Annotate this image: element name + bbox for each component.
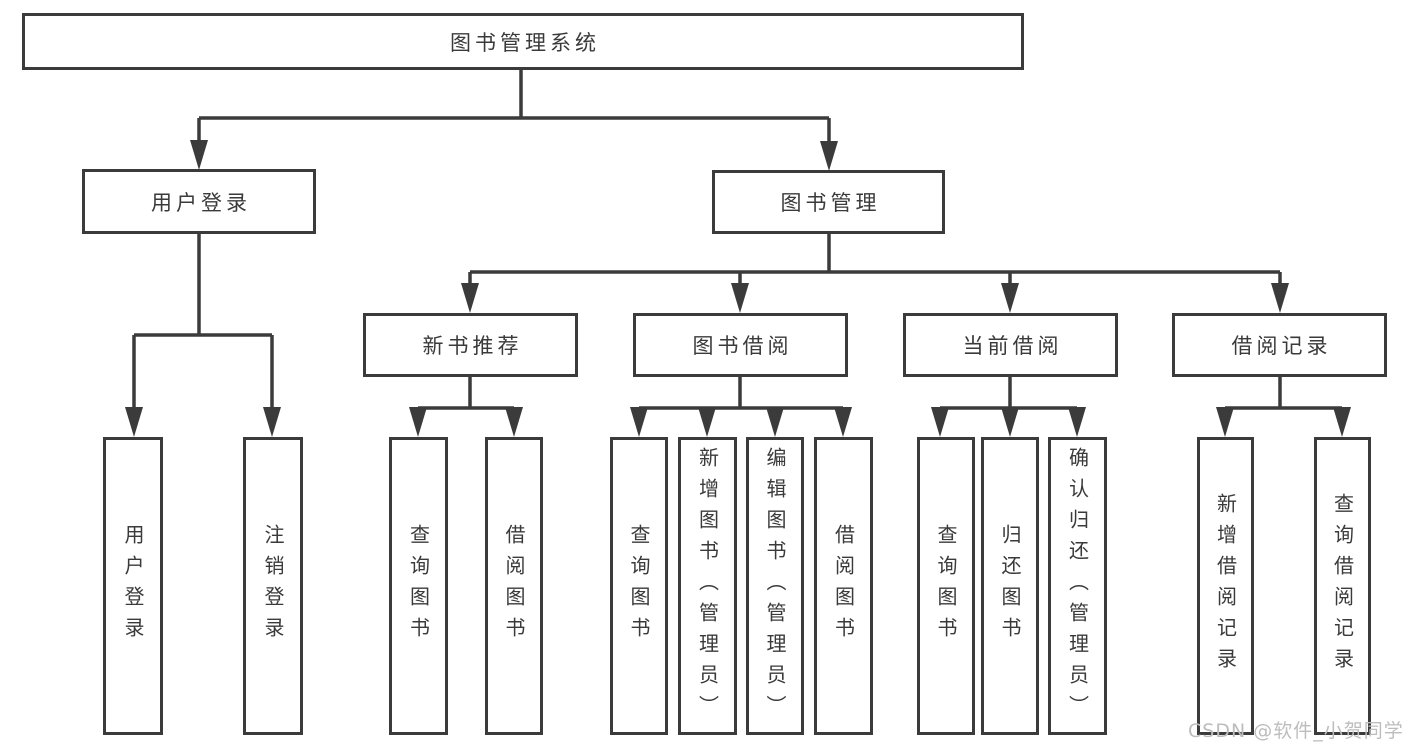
leaf-node-logout: 注销登录 — [243, 437, 303, 735]
module-node-book-borrowing: 图书借阅 — [633, 313, 848, 377]
leaf-node-query-books-borrowing: 查询图书 — [610, 437, 668, 735]
leaf-node-add-borrow-record: 新增借阅记录 — [1197, 437, 1254, 735]
branch-node-user-login: 用户登录 — [82, 169, 316, 234]
connector-mod0-split — [416, 377, 516, 412]
leaf-node-borrow-books-recommend: 借阅图书 — [485, 437, 543, 735]
connector-mgmt-split — [468, 234, 1282, 287]
connector-mod2-split — [938, 377, 1079, 412]
leaf-node-add-books-admin: 新增图书（管理员） — [678, 437, 737, 735]
leaf-label: 用户登录 — [121, 524, 145, 648]
leaf-label: 编辑图书（管理员） — [763, 446, 787, 726]
leaf-label: 注销登录 — [261, 524, 285, 648]
leaf-node-borrow-books: 借阅图书 — [814, 437, 873, 735]
leaf-label: 查询图书 — [934, 524, 958, 648]
module-node-borrow-records: 借阅记录 — [1172, 313, 1387, 377]
leaf-label: 确认归还（管理员） — [1065, 446, 1090, 726]
leaf-node-user-login: 用户登录 — [103, 437, 163, 735]
leaf-node-query-books-recommend: 查询图书 — [389, 437, 448, 735]
leaf-node-edit-books-admin: 编辑图书（管理员） — [746, 437, 804, 735]
arrowheads — [125, 140, 1351, 437]
connector-mod1-split — [637, 377, 845, 412]
branch-node-book-management: 图书管理 — [712, 170, 945, 234]
leaf-label: 新增借阅记录 — [1213, 493, 1238, 679]
leaf-node-confirm-return-admin: 确认归还（管理员） — [1048, 437, 1107, 735]
connector-level2-split — [197, 116, 831, 144]
root-node-system-title: 图书管理系统 — [22, 13, 1024, 70]
leaf-node-query-borrow-record: 查询借阅记录 — [1314, 437, 1371, 735]
leaf-node-return-books: 归还图书 — [981, 437, 1039, 735]
leaf-node-query-books-current: 查询图书 — [917, 437, 975, 735]
module-node-current-borrowing: 当前借阅 — [903, 313, 1118, 377]
module-node-new-book-recommend: 新书推荐 — [363, 313, 578, 377]
leaf-label: 查询图书 — [627, 524, 651, 648]
leaf-label: 新增图书（管理员） — [695, 446, 720, 726]
leaf-label: 借阅图书 — [831, 524, 856, 648]
leaf-label: 借阅图书 — [502, 524, 526, 648]
leaf-label: 归还图书 — [998, 524, 1022, 648]
csdn-watermark: CSDN @软件_小贺同学 — [1188, 720, 1404, 742]
connector-login-split — [132, 234, 274, 410]
connector-mod3-split — [1223, 377, 1344, 412]
leaf-label: 查询图书 — [406, 524, 431, 648]
leaf-label: 查询借阅记录 — [1330, 493, 1355, 679]
